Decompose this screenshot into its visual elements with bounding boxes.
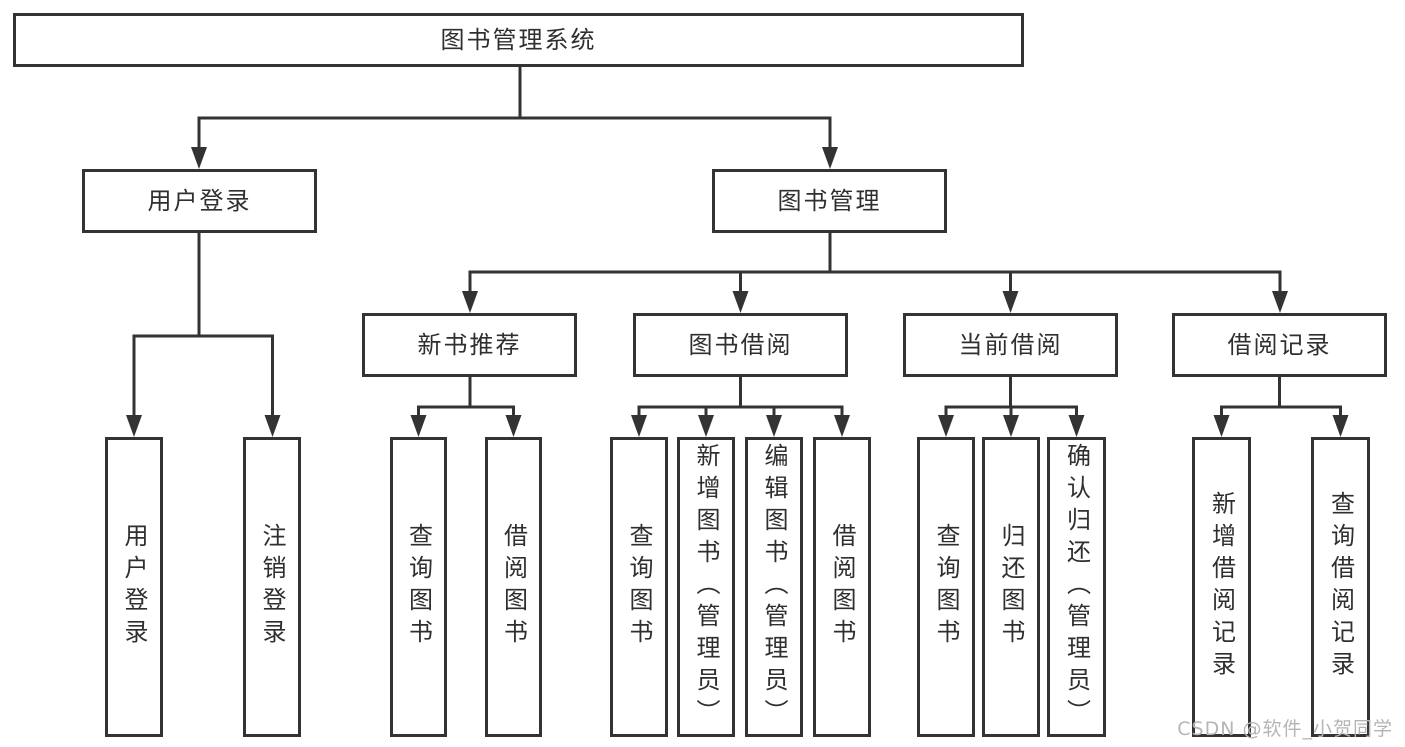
node-book-management-module: 图书管理 (712, 169, 947, 233)
node-query-books-1: 查询图书 (390, 437, 447, 737)
node-user-login-module: 用户登录 (82, 169, 317, 233)
node-borrow-books-1-label: 借阅图书 (499, 523, 528, 651)
node-add-books-admin-label: 新增图书（管理员） (692, 443, 720, 731)
csdn-watermark: CSDN @软件_小贺同学 (1177, 718, 1393, 740)
node-borrow-books-2-label: 借阅图书 (828, 523, 856, 651)
node-book-borrow-label: 图书借阅 (688, 331, 793, 359)
node-borrow-books-2: 借阅图书 (813, 437, 871, 737)
node-library-system: 图书管理系统 (13, 13, 1024, 67)
node-add-borrow-record-label: 新增借阅记录 (1207, 491, 1236, 683)
node-query-books-2-label: 查询图书 (625, 523, 653, 651)
node-query-books-1-label: 查询图书 (404, 523, 433, 651)
node-current-borrow-label: 当前借阅 (958, 331, 1063, 359)
node-new-book-recommend-label: 新书推荐 (417, 331, 522, 359)
node-query-books-3: 查询图书 (917, 437, 975, 737)
node-logout-leaf: 注销登录 (243, 437, 301, 737)
node-confirm-return-admin: 确认归还（管理员） (1047, 437, 1106, 737)
node-add-borrow-record: 新增借阅记录 (1192, 437, 1251, 737)
node-query-borrow-record-label: 查询借阅记录 (1326, 491, 1355, 683)
node-borrow-books-1: 借阅图书 (485, 437, 542, 737)
node-new-book-recommend: 新书推荐 (362, 313, 577, 377)
node-user-login-leaf: 用户登录 (105, 437, 163, 737)
node-query-books-3-label: 查询图书 (932, 523, 960, 651)
node-add-books-admin: 新增图书（管理员） (677, 437, 735, 737)
node-user-login-module-label: 用户登录 (147, 187, 252, 215)
node-confirm-return-admin-label: 确认归还（管理员） (1062, 443, 1091, 731)
node-edit-books-admin-label: 编辑图书（管理员） (760, 443, 788, 731)
node-user-login-leaf-label: 用户登录 (120, 523, 148, 651)
node-current-borrow: 当前借阅 (903, 313, 1118, 377)
node-borrow-records: 借阅记录 (1172, 313, 1387, 377)
node-book-management-module-label: 图书管理 (777, 187, 882, 215)
node-edit-books-admin: 编辑图书（管理员） (745, 437, 803, 737)
node-query-books-2: 查询图书 (610, 437, 668, 737)
node-logout-leaf-label: 注销登录 (258, 523, 286, 651)
node-return-books: 归还图书 (982, 437, 1040, 737)
node-query-borrow-record: 查询借阅记录 (1311, 437, 1370, 737)
node-borrow-records-label: 借阅记录 (1227, 331, 1332, 359)
node-library-system-label: 图书管理系统 (440, 26, 597, 54)
node-return-books-label: 归还图书 (997, 523, 1025, 651)
node-book-borrow: 图书借阅 (633, 313, 848, 377)
